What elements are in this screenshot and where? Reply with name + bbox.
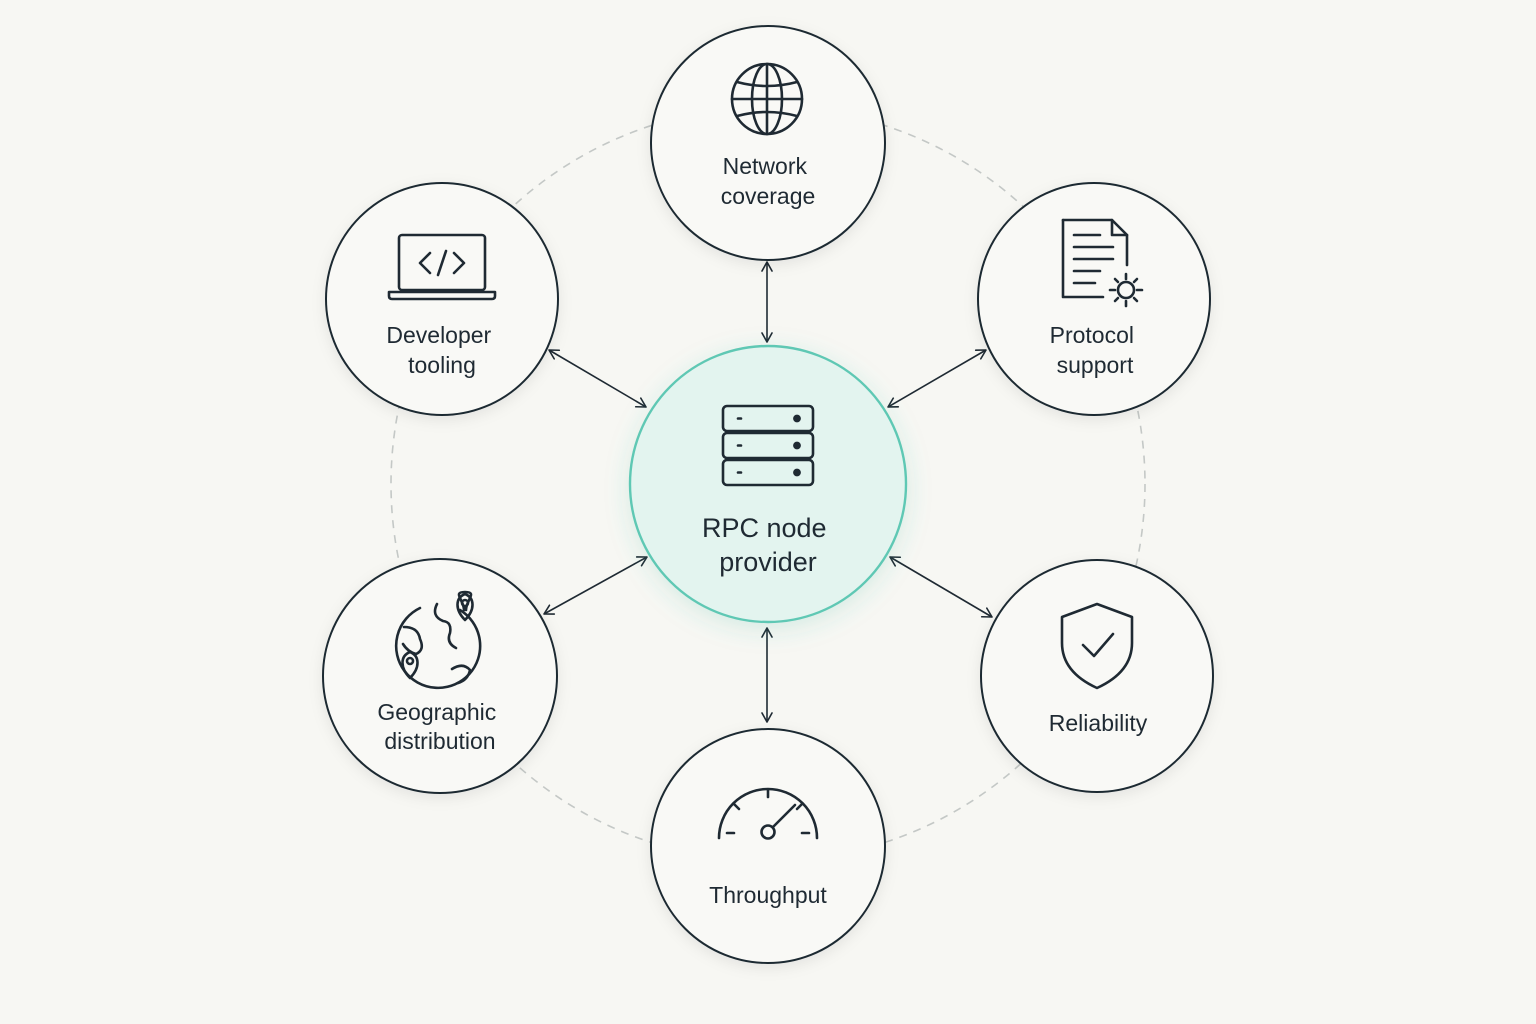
center-label-line-1: RPC node [702, 513, 827, 543]
svg-text:Throughput: Throughput [709, 882, 827, 908]
node-reliability: Reliability [980, 559, 1214, 793]
protocol-support-label-1: Protocol [1050, 322, 1134, 348]
speedometer-icon [717, 787, 819, 840]
arrow-developer-tooling [548, 349, 647, 408]
server-rack-icon [721, 404, 815, 487]
arrow-reliability [889, 556, 993, 618]
arrow-geographic-distribution [543, 556, 648, 615]
shield-check-icon [1060, 602, 1134, 690]
node-protocol-support: Protocol support [977, 182, 1211, 416]
throughput-label: Throughput [709, 882, 827, 908]
node-geographic-distribution: Geographic distribution [322, 558, 558, 794]
network-coverage-label-1: Network [723, 153, 808, 179]
geographic-distribution-label-1: Geographic [377, 699, 496, 725]
protocol-support-label-2: support [1057, 352, 1134, 378]
geographic-distribution-label-2: distribution [384, 728, 495, 754]
svg-text:Reliability: Reliability [1049, 710, 1148, 736]
node-developer-tooling: Developer tooling [325, 182, 559, 416]
center-label-line-2: provider [719, 547, 817, 577]
node-throughput: Throughput [650, 728, 886, 964]
svg-text:Network coverage: Network coverage [721, 153, 816, 209]
globe-pins-icon [394, 590, 482, 690]
globe-icon [730, 62, 804, 136]
center-node: RPC node provider [628, 344, 908, 624]
svg-text:RPC node provider: RPC node provider [702, 513, 834, 577]
document-gear-icon [1061, 218, 1144, 308]
laptop-code-icon [387, 233, 497, 301]
svg-text:Protocol support: Protocol support [1050, 322, 1141, 378]
connector-arrows [543, 261, 993, 723]
svg-text:Developer tooling: Developer tooling [386, 322, 497, 378]
arrow-protocol-support [887, 349, 987, 408]
developer-tooling-label-2: tooling [408, 352, 476, 378]
node-network-coverage: Network coverage [650, 25, 886, 261]
developer-tooling-label-1: Developer [386, 322, 491, 348]
network-coverage-label-2: coverage [721, 183, 816, 209]
reliability-label: Reliability [1049, 710, 1148, 736]
svg-text:Geographic distributio: Geographic distribution [377, 699, 502, 754]
